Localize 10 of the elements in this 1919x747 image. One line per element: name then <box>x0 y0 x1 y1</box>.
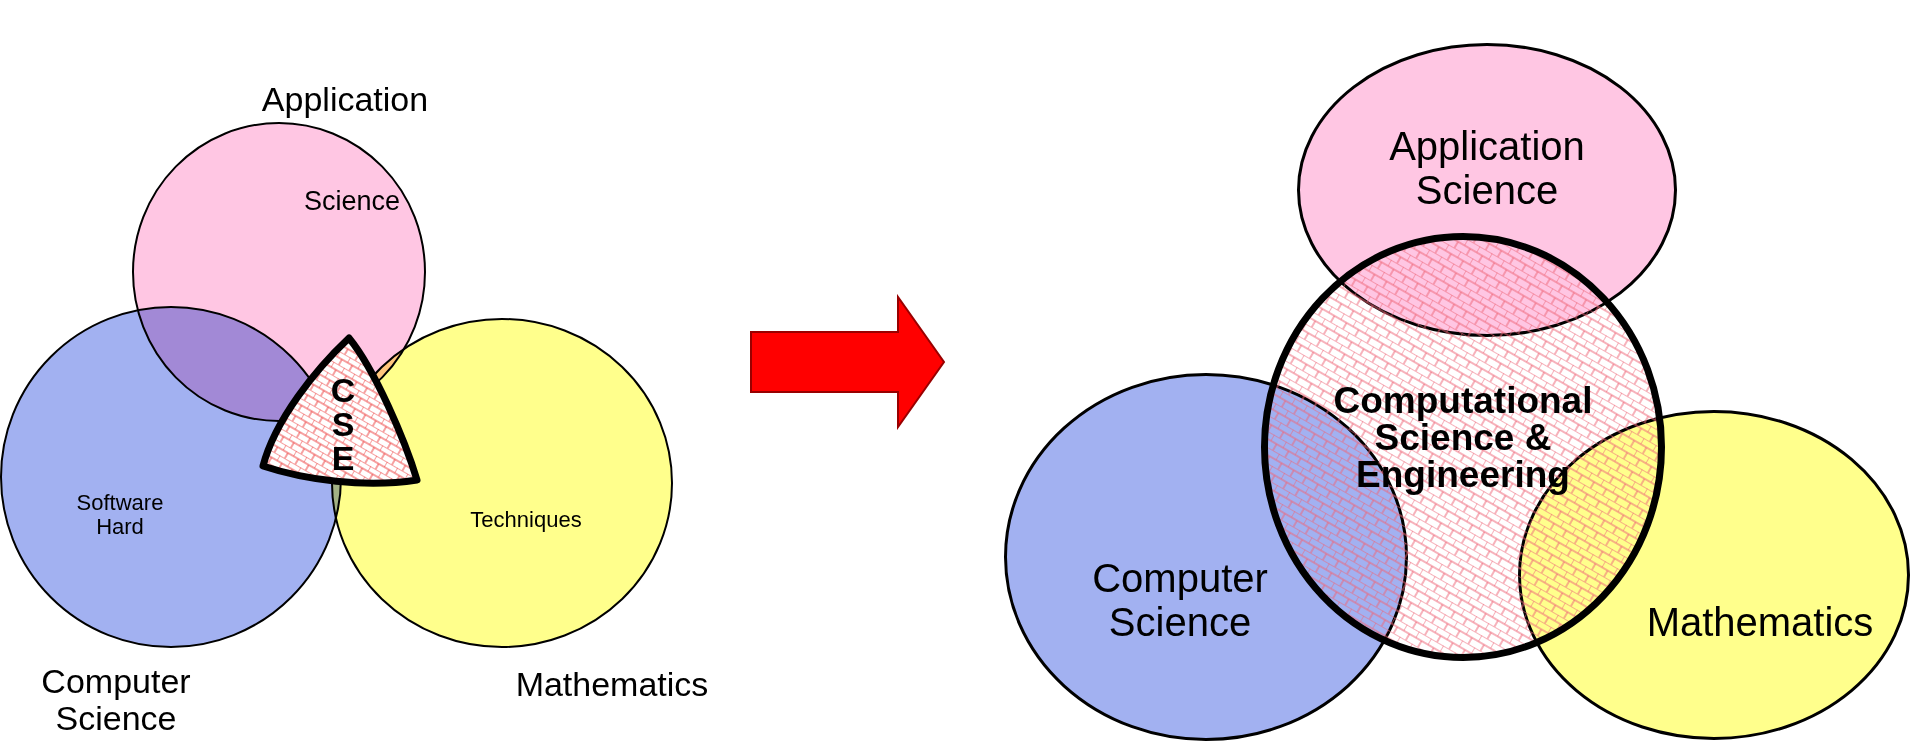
circle-label: Application Science <box>1388 124 1586 212</box>
circle-label: Computer Science <box>40 662 192 738</box>
circle-label: Application <box>260 81 430 119</box>
circle-label: Techniques <box>469 507 583 533</box>
circle-label: Computer Science <box>1091 556 1269 644</box>
circle-label: C S E <box>329 373 357 475</box>
circle-label: Software Hard <box>75 490 165 540</box>
circle-label: Mathematics <box>1645 600 1875 644</box>
circle-label: Mathematics <box>514 666 710 704</box>
circle-label: Science <box>302 187 402 217</box>
